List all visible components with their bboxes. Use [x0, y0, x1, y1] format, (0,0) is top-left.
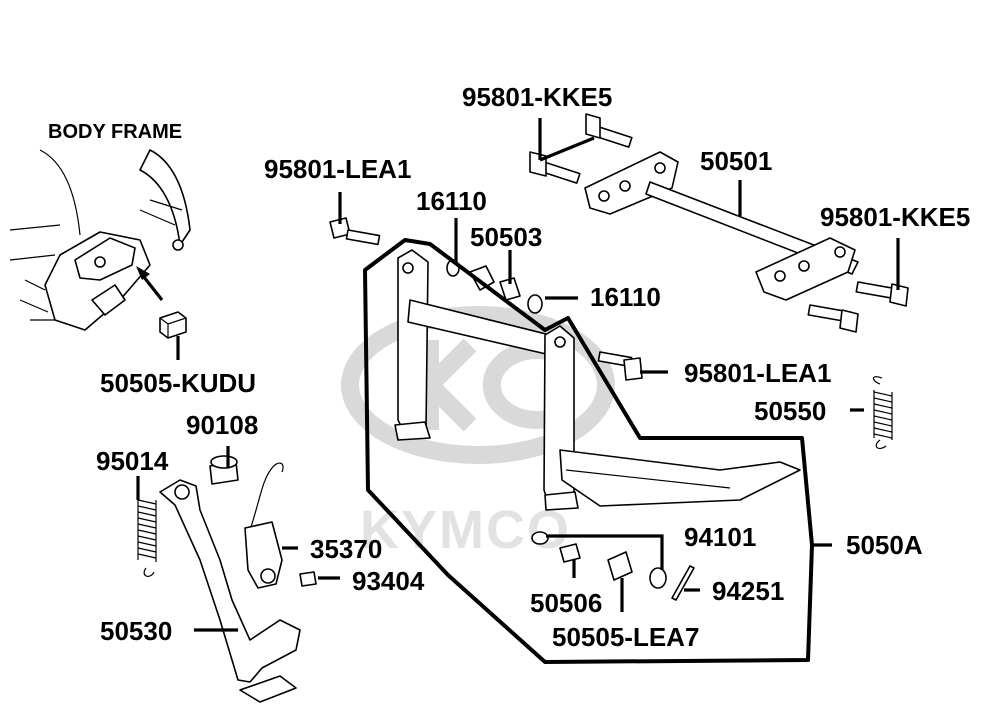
label-93404: 93404: [352, 566, 425, 596]
label-95801-lea1-mid: 95801-LEA1: [684, 358, 831, 388]
small-parts-group: [531, 531, 695, 601]
main-stand-drawing: [394, 249, 801, 511]
bolt-95801-lea1-top: [329, 217, 381, 246]
side-stand-drawing: [137, 455, 317, 703]
label-16110-right: 16110: [590, 282, 661, 312]
label-50503: 50503: [470, 222, 542, 252]
bracket-50501: [584, 151, 859, 301]
body-frame-drawing: [9, 149, 191, 339]
label-50506: 50506: [530, 588, 602, 618]
label-94251: 94251: [712, 576, 784, 606]
label-95801-kke5-top: 95801-KKE5: [462, 82, 612, 112]
washer-collar-group: [446, 259, 543, 314]
label-95801-kke5-right: 95801-KKE5: [820, 202, 970, 232]
label-35370: 35370: [310, 534, 382, 564]
label-50505-lea7: 50505-LEA7: [552, 622, 699, 652]
label-95801-lea1-top: 95801-LEA1: [264, 154, 411, 184]
label-90108: 90108: [186, 410, 258, 440]
label-50501: 50501: [700, 146, 772, 176]
label-body-frame: BODY FRAME: [48, 121, 182, 143]
label-50505-kudu: 50505-KUDU: [100, 368, 256, 398]
label-94101: 94101: [684, 522, 756, 552]
label-95014: 95014: [96, 446, 169, 476]
leader-lines: [136, 118, 900, 632]
bolt-95801-kke5-right: [807, 281, 909, 333]
label-5050a: 5050A: [846, 530, 923, 560]
label-50550: 50550: [754, 396, 826, 426]
label-16110-top: 16110: [416, 186, 487, 216]
spring-50550: [872, 376, 893, 450]
label-50530: 50530: [100, 616, 172, 646]
stand-assembly-outline: [363, 238, 814, 664]
watermark-text: KYMCO: [360, 500, 571, 560]
bolt-95801-lea1-mid: [597, 351, 643, 381]
